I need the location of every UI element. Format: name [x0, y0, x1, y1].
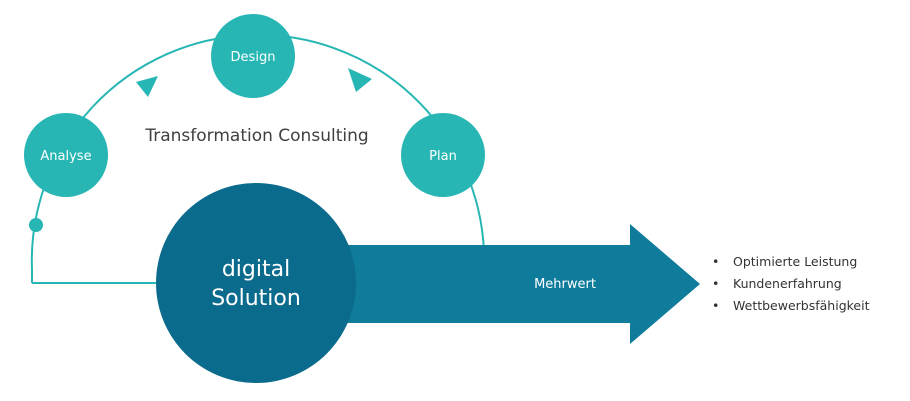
node-design: Design	[211, 14, 295, 98]
node-analyse: Analyse	[24, 113, 108, 197]
cycle-title: Transformation Consulting	[144, 126, 368, 146]
value-arrow-label: Mehrwert	[534, 277, 596, 292]
benefit-item: Kundenerfahrung	[712, 273, 870, 295]
arc-arrowhead-right	[348, 68, 372, 92]
svg-text:Design: Design	[231, 50, 276, 65]
arc-arrowhead-left	[136, 76, 158, 97]
core-solution: digital Solution	[156, 183, 356, 383]
benefit-list: Optimierte Leistung Kundenerfahrung Wett…	[712, 251, 870, 317]
benefit-item: Optimierte Leistung	[712, 251, 870, 273]
benefit-item: Wettbewerbsfähigkeit	[712, 295, 870, 317]
svg-text:Analyse: Analyse	[40, 149, 91, 164]
core-line-1: digital	[222, 257, 290, 282]
cycle-start-dot	[29, 218, 43, 232]
core-line-2: Solution	[211, 286, 301, 311]
value-arrow	[300, 224, 700, 344]
svg-text:Plan: Plan	[429, 149, 457, 164]
node-plan: Plan	[401, 113, 485, 197]
